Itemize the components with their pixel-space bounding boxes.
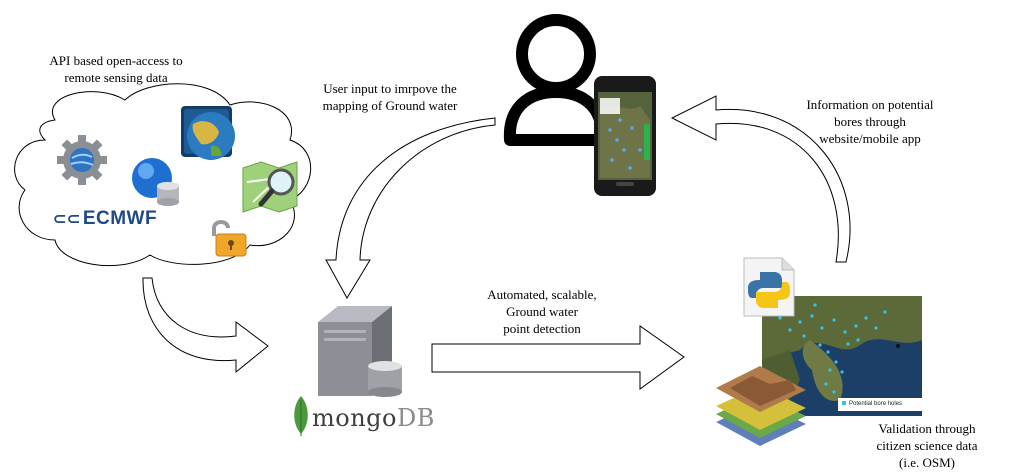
arrow-user-to-server [325,117,496,299]
padlock-icon [212,220,247,257]
arrow-server-to-map [431,325,685,390]
label-api-access: API based open-access to remote sensing … [49,53,183,85]
python-file-icon [743,257,795,317]
label-validation: Validation through citizen science data … [876,421,978,470]
openstreetmap-icon [242,161,298,213]
earth-app-icon [181,106,235,160]
ecmwf-mark-icon: ⊂⊂ [53,211,81,228]
ecmwf-logo: ⊂⊂ECMWF [53,208,158,229]
label-information: Information on potential bores through w… [806,97,934,146]
user-icon [503,14,609,146]
globe-database-icon [132,158,179,206]
label-user-input: User input to imrpove the mapping of Gro… [322,81,458,113]
server-icon [318,306,392,396]
label-automated: Automated, scalable, Ground water point … [487,287,597,336]
arrow-cloud-to-server [142,277,269,374]
smartphone-icon [594,76,656,196]
map-legend: Potential bore holes [838,398,922,411]
mongodb-wordmark: mongoDB [312,404,435,432]
database-icon [368,361,402,397]
arrow-map-to-phone [670,95,851,263]
bore-point-swatch [842,401,846,406]
terrain-layers-icon [716,366,806,446]
gear-globe-icon [57,135,107,185]
